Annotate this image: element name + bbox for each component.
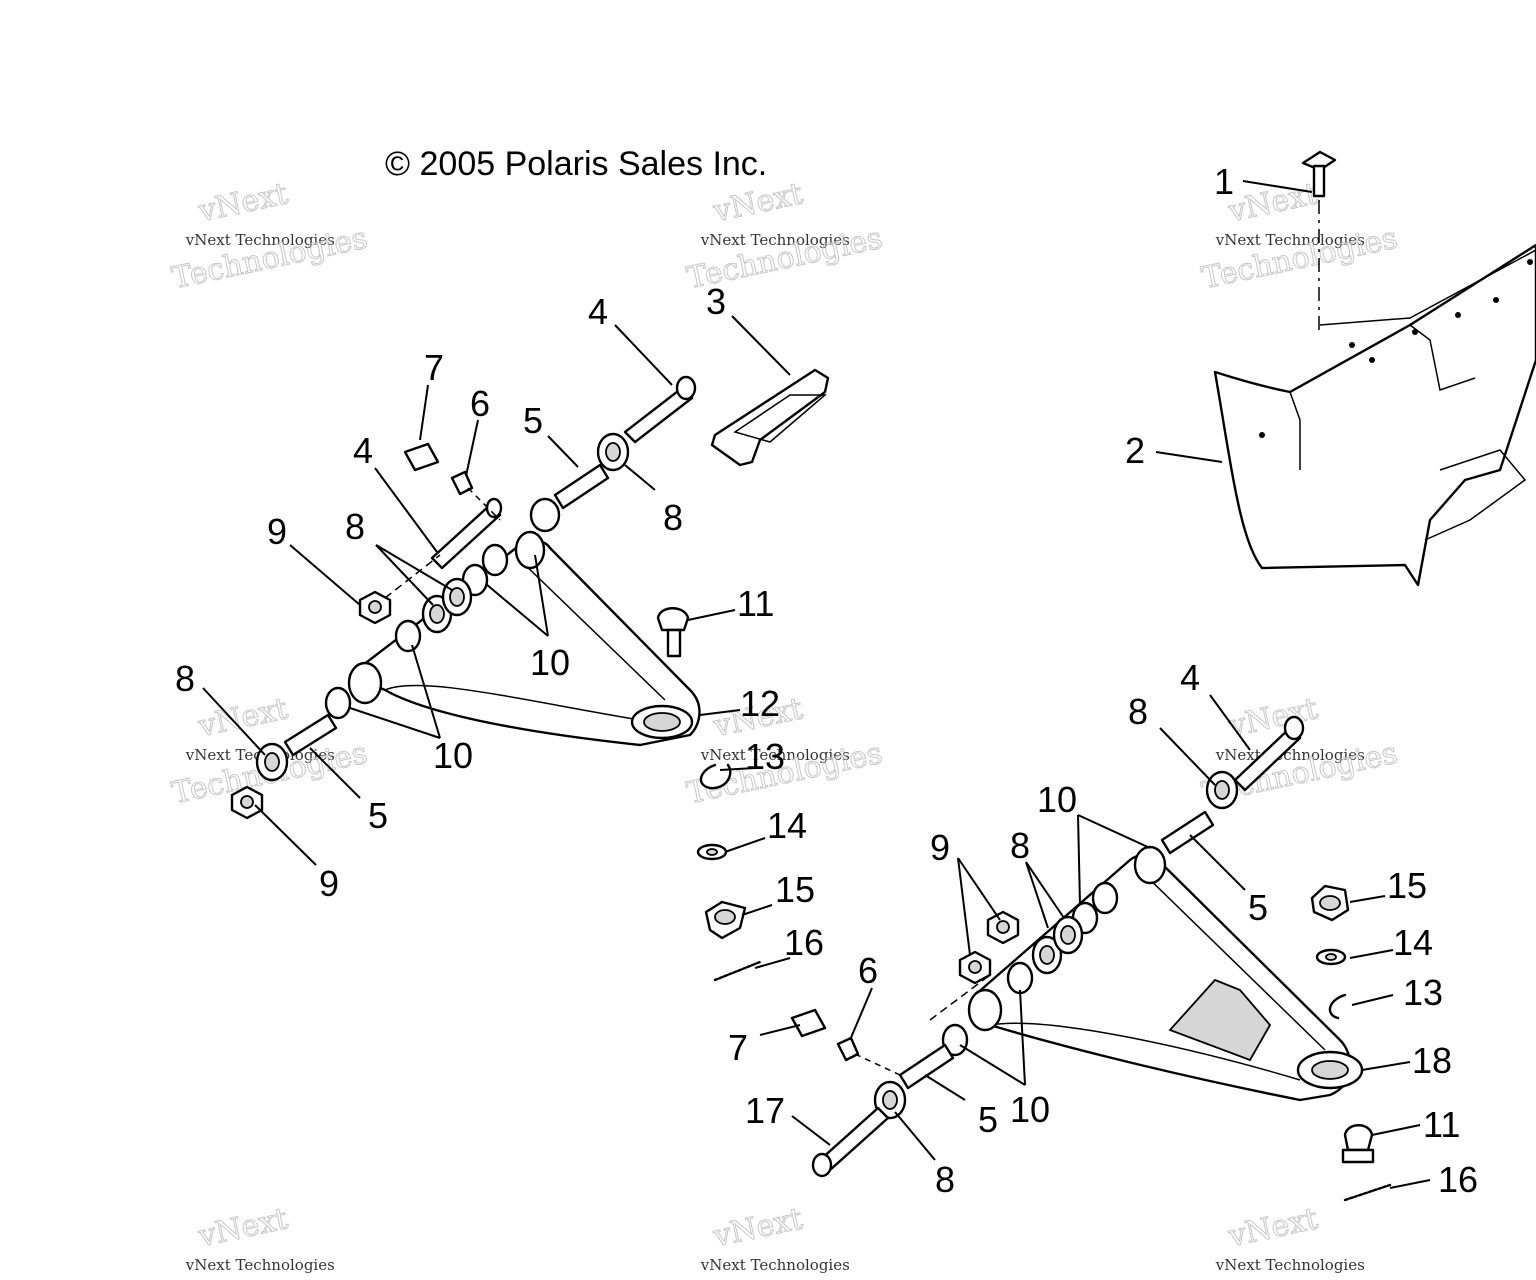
lower-a-arm-assembly	[790, 715, 1392, 1202]
callout-13: 13	[745, 736, 785, 777]
callout-5: 5	[978, 1099, 998, 1140]
svg-text:vNext Technologies: vNext Technologies	[1215, 231, 1365, 249]
callout-8: 8	[1128, 691, 1148, 732]
screw-bolt-1	[1301, 150, 1337, 330]
callout-8: 8	[935, 1159, 955, 1200]
svg-text:vNext Technologies: vNext Technologies	[1215, 1256, 1365, 1274]
callout-5: 5	[523, 400, 543, 441]
bracket-3	[710, 368, 830, 467]
copyright-notice: © 2005 Polaris Sales Inc.	[385, 145, 767, 183]
svg-text:vNext: vNext	[1225, 1201, 1321, 1254]
watermark: vNext vNext Technologies	[1215, 1201, 1365, 1274]
callout-8: 8	[663, 497, 683, 538]
upper-a-arm-assembly	[230, 375, 762, 982]
callout-11: 11	[737, 583, 774, 624]
svg-text:vNext Technologies: vNext Technologies	[1215, 746, 1365, 764]
callout-14: 14	[767, 805, 807, 846]
callout-9: 9	[267, 511, 287, 552]
svg-text:vNext: vNext	[195, 1201, 291, 1254]
callout-8: 8	[345, 506, 365, 547]
svg-text:vNext Technologies: vNext Technologies	[185, 231, 335, 249]
callout-4: 4	[588, 291, 608, 332]
callout-10: 10	[530, 642, 570, 683]
front-fender-panel	[1213, 243, 1536, 587]
svg-text:vNext: vNext	[195, 176, 291, 229]
svg-text:vNext Technologies: vNext Technologies	[700, 746, 850, 764]
svg-text:vNext: vNext	[710, 176, 806, 229]
callout-12: 12	[740, 683, 780, 724]
svg-text:vNext Technologies: vNext Technologies	[185, 1256, 335, 1274]
watermark: vNext vNext Technologies	[185, 1201, 335, 1274]
callout-16: 16	[784, 922, 824, 963]
callout-16: 16	[1438, 1159, 1478, 1200]
callout-13: 13	[1403, 972, 1443, 1013]
callout-8: 8	[175, 658, 195, 699]
watermark: vNext vNext Technologies Technologies	[168, 176, 370, 297]
callout-11: 11	[1423, 1104, 1460, 1145]
callout-17: 17	[745, 1090, 785, 1131]
callout-15: 15	[1387, 865, 1427, 906]
watermark: vNext vNext Technologies	[700, 1201, 850, 1274]
callout-4: 4	[353, 430, 373, 471]
callout-10: 10	[433, 735, 473, 776]
callout-7: 7	[424, 347, 444, 388]
svg-text:vNext: vNext	[710, 1201, 806, 1254]
callout-6: 6	[470, 383, 490, 424]
leader-lines	[202, 180, 1431, 1189]
callout-9: 9	[319, 863, 339, 904]
callout-5: 5	[368, 795, 388, 836]
callout-6: 6	[858, 950, 878, 991]
callout-2: 2	[1125, 430, 1145, 471]
callout-labels: 1 2 3 4 7 6 5 4 8 9 8 11 10 8 12 10 13 5…	[175, 161, 1478, 1200]
callout-14: 14	[1393, 922, 1433, 963]
callout-10: 10	[1037, 779, 1077, 820]
watermark: vNext vNext Technologies Technologies	[683, 176, 885, 297]
callout-10: 10	[1010, 1089, 1050, 1130]
svg-text:vNext: vNext	[195, 691, 291, 744]
callout-7: 7	[728, 1027, 748, 1068]
svg-text:vNext Technologies: vNext Technologies	[700, 231, 850, 249]
callout-5: 5	[1248, 887, 1268, 928]
callout-18: 18	[1412, 1040, 1452, 1081]
callout-3: 3	[706, 281, 726, 322]
callout-9: 9	[930, 827, 950, 868]
callout-8: 8	[1010, 825, 1030, 866]
svg-text:vNext Technologies: vNext Technologies	[700, 1256, 850, 1274]
callout-4: 4	[1180, 657, 1200, 698]
callout-1: 1	[1214, 161, 1234, 202]
callout-15: 15	[775, 869, 815, 910]
svg-text:vNext: vNext	[1225, 176, 1321, 229]
